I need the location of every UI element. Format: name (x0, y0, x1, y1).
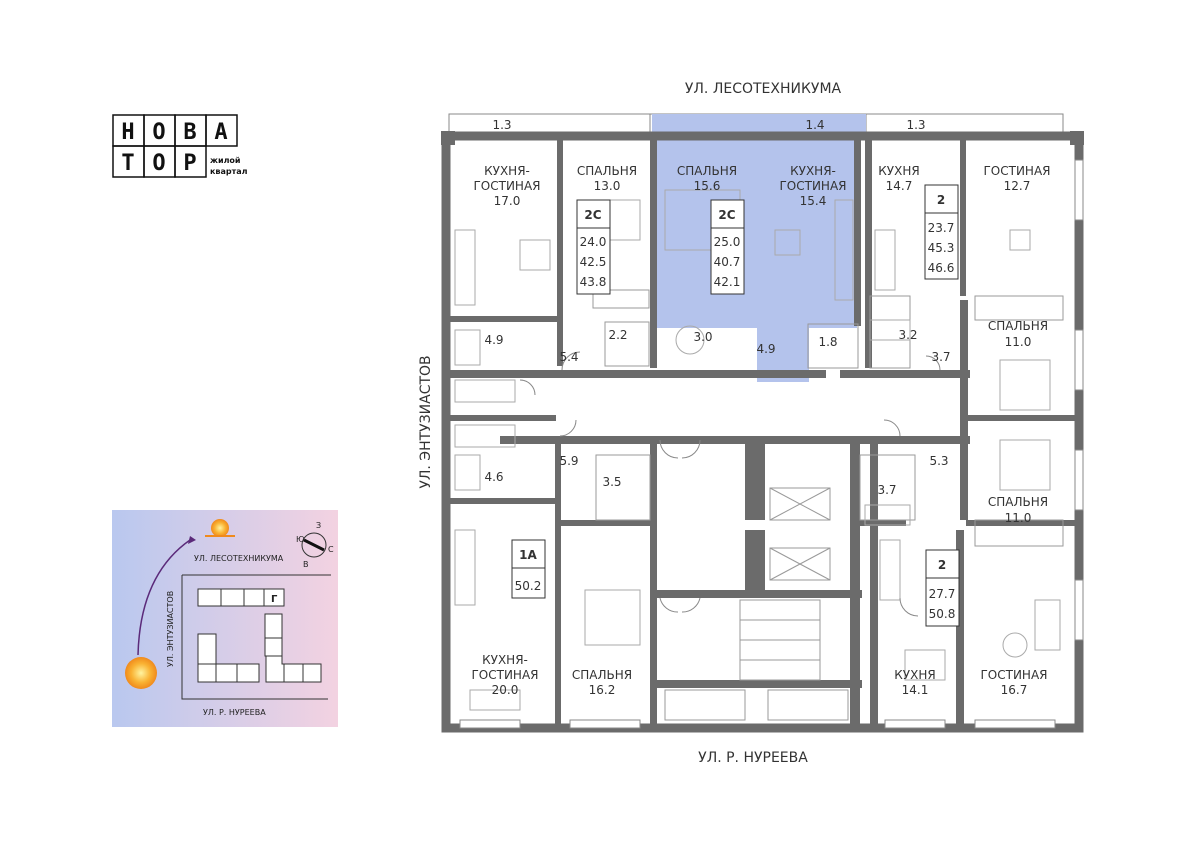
minimap-street-south: УЛ. Р. НУРЕЕВА (203, 708, 266, 717)
room-name: ГОСТИНАЯ (473, 179, 540, 193)
room-name: СПАЛЬНЯ (577, 164, 637, 178)
logo-letter: Н (121, 120, 134, 145)
room-area: 20.0 (492, 683, 519, 697)
room-area: 16.2 (589, 683, 616, 697)
unit-box[interactable]: 2С 24.0 42.5 43.8 (576, 199, 611, 295)
minimap-street-north: УЛ. ЛЕСОТЕХНИКУМА (194, 554, 284, 563)
unit-value: 43.8 (580, 275, 607, 289)
unit-box[interactable]: 2 27.7 50.8 (925, 549, 960, 627)
room-area: 14.7 (886, 179, 913, 193)
sun-icon (205, 519, 235, 537)
sun-path-arrow (137, 539, 191, 656)
area-label: 3.2 (898, 328, 917, 342)
room-name: КУХНЯ- (790, 164, 836, 178)
unit-value: 46.6 (928, 261, 955, 275)
room-name: ГОСТИНАЯ (471, 668, 538, 682)
unit-value: 42.1 (714, 275, 741, 289)
unit-box[interactable]: 2С 25.0 40.7 42.1 (710, 199, 745, 295)
compass-label: В (303, 560, 309, 569)
area-label: 5.3 (929, 454, 948, 468)
unit-value: 27.7 (929, 587, 956, 601)
logo-letter: Р (183, 151, 196, 176)
unit-value: 24.0 (580, 235, 607, 249)
unit-box[interactable]: 2 23.7 45.3 46.6 (924, 184, 959, 280)
unit-box[interactable]: 1А 50.2 (511, 539, 546, 599)
area-label: 3.5 (602, 475, 621, 489)
room-name: КУХНЯ- (482, 653, 528, 667)
room-area: 13.0 (594, 179, 621, 193)
room-name: СПАЛЬНЯ (988, 319, 1048, 333)
area-label: 3.0 (693, 330, 712, 344)
balcony-area: 1.3 (492, 118, 511, 132)
unit-type: 2 (937, 193, 945, 207)
room-name: ГОСТИНАЯ (779, 179, 846, 193)
area-label: 5.9 (559, 454, 578, 468)
unit-value: 23.7 (928, 221, 955, 235)
area-label: 5.4 (559, 350, 578, 364)
sun-icon (125, 657, 157, 689)
area-label: 1.8 (818, 335, 837, 349)
unit-value: 25.0 (714, 235, 741, 249)
unit-type: 2С (584, 208, 601, 222)
floor-plan: КУХНЯ- ГОСТИНАЯ 17.0 СПАЛЬНЯ 13.0 СПАЛЬН… (441, 113, 1084, 733)
unit-type: 2С (718, 208, 735, 222)
unit-value: 40.7 (714, 255, 741, 269)
compass-label: Ю (296, 535, 305, 544)
street-south: УЛ. Р. НУРЕЕВА (698, 750, 808, 766)
room-name: ГОСТИНАЯ (980, 668, 1047, 682)
area-label: 2.2 (608, 328, 627, 342)
room-name: ГОСТИНАЯ (983, 164, 1050, 178)
room-name: СПАЛЬНЯ (572, 668, 632, 682)
room-area: 16.7 (1001, 683, 1028, 697)
compass-label: С (328, 545, 334, 554)
room-name: КУХНЯ (878, 164, 919, 178)
street-west: УЛ. ЭНТУЗИАСТОВ (418, 355, 434, 488)
room-area: 14.1 (902, 683, 929, 697)
room-area: 11.0 (1005, 335, 1032, 349)
location-minimap: З Ю С В УЛ. ЛЕСОТЕХНИКУМА УЛ. ЭНТУЗИАСТО… (112, 510, 338, 727)
balcony-area: 1.3 (906, 118, 925, 132)
minimap-section-label: Г (271, 594, 278, 605)
unit-value: 45.3 (928, 241, 955, 255)
unit-type: 2 (938, 558, 946, 572)
room-name: СПАЛЬНЯ (677, 164, 737, 178)
logo: Н О В А Т О Р жилой квартал (112, 114, 248, 178)
logo-letter: О (152, 151, 165, 176)
logo-sub: квартал (210, 167, 248, 176)
compass-icon: З Ю С В (296, 521, 334, 569)
room-area: 15.6 (694, 179, 721, 193)
street-north: УЛ. ЛЕСОТЕХНИКУМА (685, 81, 842, 97)
area-label: 4.9 (484, 333, 503, 347)
room-name: КУХНЯ (894, 668, 935, 682)
area-label: 3.7 (931, 350, 950, 364)
room-area: 17.0 (494, 194, 521, 208)
logo-letter: О (152, 120, 165, 145)
unit-value: 50.2 (515, 579, 542, 593)
logo-letter: А (214, 120, 227, 145)
compass-label: З (316, 521, 321, 530)
unit-value: 42.5 (580, 255, 607, 269)
area-label: 3.7 (877, 483, 896, 497)
unit-type: 1А (519, 548, 537, 562)
area-label: 4.9 (756, 342, 775, 356)
balcony-area: 1.4 (805, 118, 824, 132)
room-area: 15.4 (800, 194, 827, 208)
room-area: 12.7 (1004, 179, 1031, 193)
room-area: 11.0 (1005, 511, 1032, 525)
area-label: 4.6 (484, 470, 503, 484)
room-name: СПАЛЬНЯ (988, 495, 1048, 509)
logo-sub: жилой (210, 156, 241, 165)
minimap-street-west: УЛ. ЭНТУЗИАСТОВ (166, 591, 175, 667)
logo-letter: В (183, 120, 196, 145)
room-name: КУХНЯ- (484, 164, 530, 178)
logo-letter: Т (121, 151, 134, 176)
unit-value: 50.8 (929, 607, 956, 621)
